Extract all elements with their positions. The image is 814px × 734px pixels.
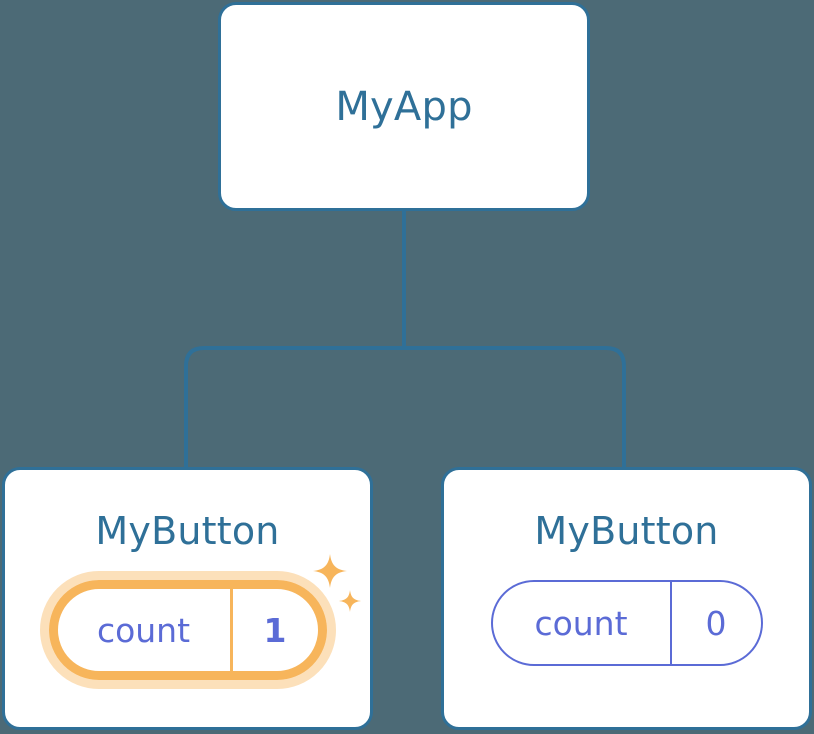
signal-pill-count-left[interactable]: count 1 [48, 580, 327, 680]
node-mybutton-left-label: MyButton [95, 509, 280, 553]
signal-value-right: 0 [669, 582, 761, 664]
sparkle-large-icon [312, 554, 347, 588]
signal-pill-right-wrapper: count 0 [490, 580, 763, 666]
signal-key-right: count [534, 603, 628, 643]
node-myapp[interactable]: MyApp [218, 2, 590, 211]
signal-value-left: 1 [229, 589, 318, 671]
connector-branch-right [404, 346, 626, 470]
signal-key-left: count [96, 610, 191, 650]
node-mybutton-right-label: MyButton [534, 509, 719, 553]
connector-branch-left [184, 346, 404, 470]
signal-pill-left-wrapper: count 1 [39, 554, 361, 689]
node-mybutton-left[interactable]: MyButton count 1 [2, 467, 373, 730]
node-mybutton-right[interactable]: MyButton count 0 [441, 467, 812, 730]
sparkle-small-icon [338, 590, 361, 612]
signal-pill-count-right[interactable]: count 0 [490, 580, 763, 666]
node-myapp-label: MyApp [335, 83, 473, 130]
